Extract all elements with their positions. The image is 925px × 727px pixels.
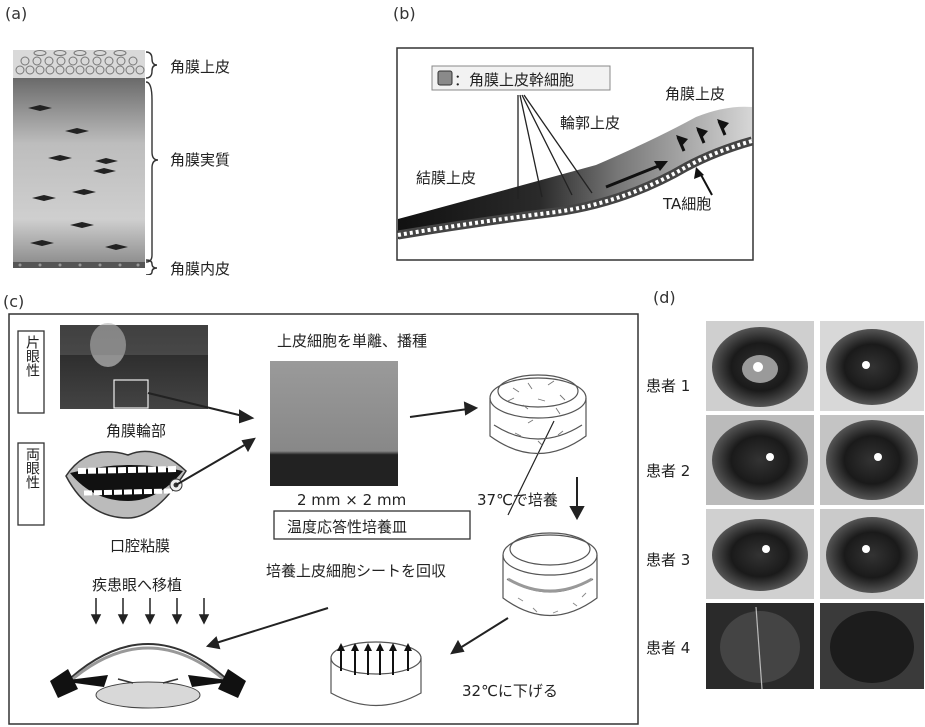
limbus-label: 角膜輪部: [106, 420, 166, 441]
limbal-epithelium-label: 輪郭上皮: [560, 112, 620, 133]
cornea-epithelium-label-b: 角膜上皮: [665, 83, 725, 104]
epithelium-label: 角膜上皮: [170, 56, 230, 77]
panel-d-label: (d): [653, 288, 676, 307]
size-label: 2 mm × 2 mm: [297, 491, 406, 509]
patient-1-label: 患者 1: [646, 375, 690, 396]
patient-2-label: 患者 2: [646, 460, 690, 481]
bilateral-label: 両眼性: [22, 447, 42, 489]
panel-c-label: (c): [3, 292, 24, 311]
patient-eye-photos: [706, 317, 924, 692]
cornea-layers-diagram: [10, 40, 150, 275]
patient-4-label: 患者 4: [646, 637, 690, 658]
stem-cell-legend: ：角膜上皮幹細胞: [454, 69, 574, 90]
lower-32-label: 32℃に下げる: [462, 680, 558, 701]
dish-label: 温度応答性培養皿: [287, 516, 407, 537]
stroma-label: 角膜実質: [170, 149, 230, 170]
layer-braces: [144, 50, 164, 275]
endothelium-label: 角膜内皮: [170, 258, 230, 279]
culture-37-label: 37℃で培養: [477, 489, 558, 510]
transplant-label: 疾患眼へ移植: [92, 574, 182, 595]
isolate-seed-label: 上皮細胞を単離、播種: [277, 330, 427, 351]
panel-b-label: (b): [393, 4, 416, 23]
conjunctival-epithelium-label: 結膜上皮: [416, 167, 476, 188]
patient-3-label: 患者 3: [646, 549, 690, 570]
collect-sheet-label: 培養上皮細胞シートを回収: [266, 560, 446, 581]
panel-a-label: (a): [5, 4, 27, 23]
limbal-stem-cell-diagram: [396, 47, 756, 262]
ta-cells-label: TA細胞: [663, 193, 711, 214]
oral-mucosa-label: 口腔粘膜: [110, 535, 170, 556]
unilateral-label: 片眼性: [22, 335, 42, 377]
